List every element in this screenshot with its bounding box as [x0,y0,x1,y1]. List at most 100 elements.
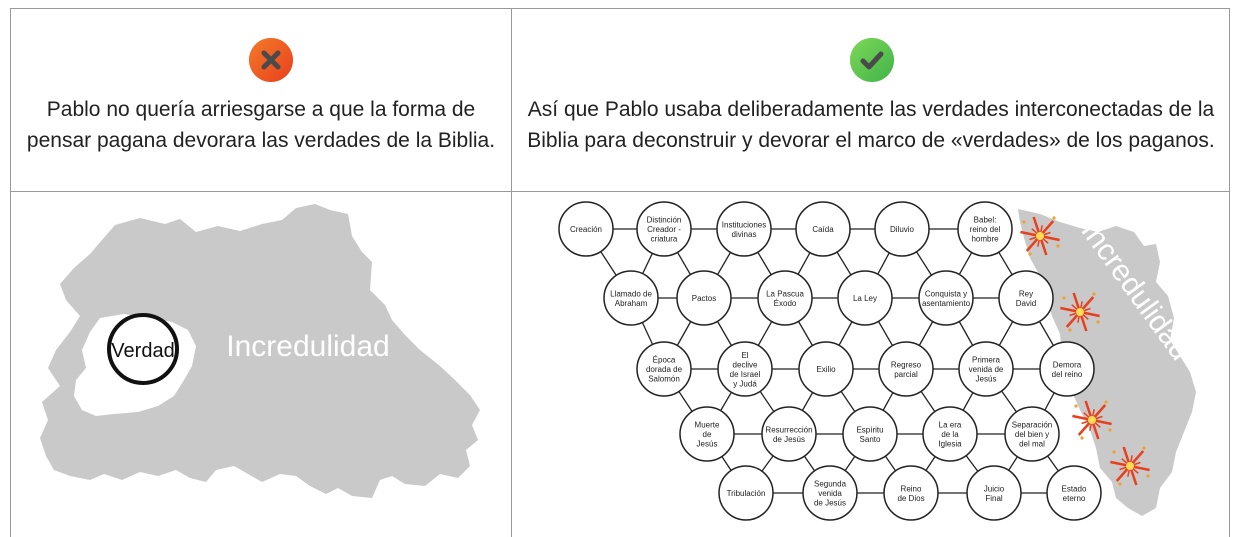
node-ley: La Ley [837,270,893,326]
node-label: y Judá [733,379,757,388]
unbelief-landmass [40,204,480,498]
node-circle [1004,406,1060,462]
node-label: Pactos [692,294,716,303]
node-label: del bien y [1015,430,1049,439]
node-label: de Israel [730,370,761,379]
node-label: eterno [1063,494,1086,503]
node-circle [958,341,1014,397]
node-circle [878,341,934,397]
node-circle [761,406,817,462]
node-label: Jesús [697,440,718,449]
node-label: de [703,430,712,439]
node-label: criatura [651,235,678,244]
spark-burst-icon [1060,292,1100,332]
node-label: La era [939,421,962,430]
node-label: venida [818,489,842,498]
node-label: Espíritu [856,425,883,434]
node-label: Abraham [615,299,648,308]
spark-burst-icon [1020,216,1060,256]
node-circle [798,341,854,397]
node-circle [717,341,773,397]
node-exilio: Exilio [798,341,854,397]
node-label: Jesús [976,375,997,384]
node-label: Éxodo [774,299,797,308]
node-label: Instituciones [722,220,766,229]
node-label: divinas [732,230,757,239]
node-label: del mal [1019,440,1045,449]
node-tribulacion: Tribulación [718,465,774,521]
node-circle [636,201,692,257]
node-circle [998,270,1054,326]
check-icon [850,38,894,82]
left-caption-line1: Pablo no quería arriesgarse a que la for… [46,98,476,121]
right-caption-separator [512,191,1230,192]
node-circle [957,201,1013,257]
node-label: Resurrección [765,425,812,434]
node-label: Época [653,356,676,365]
frame [10,8,1230,537]
node-label: Babel: [974,216,997,225]
node-label: Conquista y [925,289,967,298]
node-label: Creación [570,225,602,234]
node-label: Estado [1062,484,1087,493]
unbelief-strip [1018,209,1196,516]
node-creacion: Creación [558,201,614,257]
spark-burst-icon [1110,446,1150,486]
node-label: asentamiento [922,299,971,308]
node-label: Creador - [647,225,681,234]
node-label: de Jesús [814,499,846,508]
left-caption: Pablo no quería arriesgarse a que la for… [14,94,508,156]
node-circle [922,406,978,462]
left-illustration: Verdad Incredulidad [40,204,480,498]
node-label: reino del [970,225,1001,234]
node-caida: Caída [795,201,851,257]
node-label: Exilio [816,365,836,374]
truth-label: Verdad [111,340,174,362]
left-caption-line2: pensar pagana devorara las verdades de l… [26,129,496,152]
node-label: Reino [901,484,922,493]
left-caption-separator [10,191,511,192]
node-label: La Pascua [766,289,804,298]
node-circle [802,465,858,521]
node-circle [966,465,1022,521]
node-label: Salomón [648,375,680,384]
node-label: Muerte [695,421,720,430]
node-label: Primera [972,356,1001,365]
node-circle [837,270,893,326]
truth-clearing [74,314,196,416]
node-circle [558,201,614,257]
node-label: Regreso [891,360,922,369]
node-circle [757,270,813,326]
node-label: Tribulación [727,489,766,498]
node-label: parcial [894,370,918,379]
node-label: La Ley [853,294,877,303]
panel-divider [511,8,512,537]
node-label: Final [985,494,1003,503]
node-label: David [1016,299,1036,308]
node-label: Demora [1053,360,1082,369]
node-circle [603,270,659,326]
node-label: de Dios [897,494,924,503]
node-label: Separación [1012,421,1052,430]
node-label: Llamado de [610,289,652,298]
node-label: hombre [971,235,999,244]
node-circle [842,406,898,462]
unbelief-label: Incredulidad [226,330,389,363]
cross-icon [249,38,293,82]
node-circle [883,465,939,521]
node-label: Caída [812,225,834,234]
node-circle [918,270,974,326]
